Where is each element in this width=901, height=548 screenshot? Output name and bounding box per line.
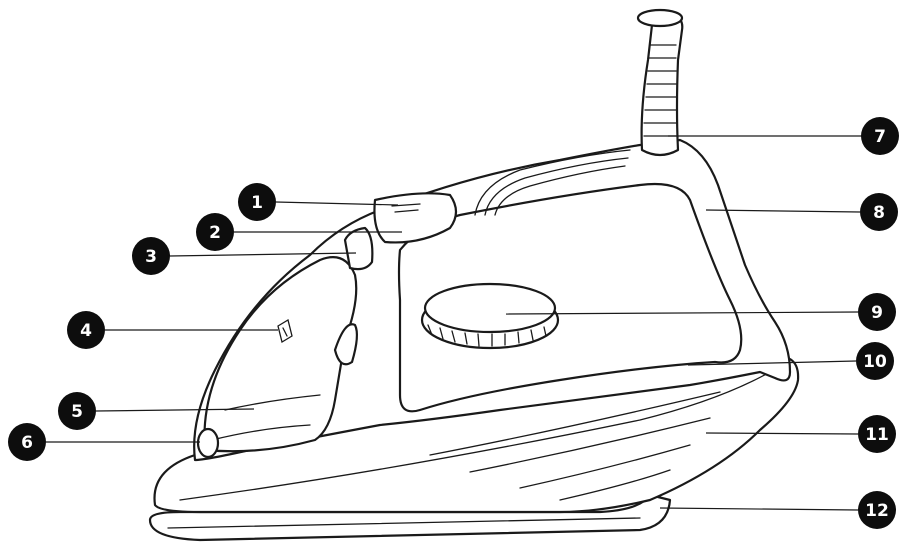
soleplate xyxy=(148,493,672,542)
svg-text:5: 5 xyxy=(71,402,83,422)
svg-text:2: 2 xyxy=(209,223,221,243)
callout-8: 8 xyxy=(860,193,898,231)
callout-10: 10 xyxy=(856,342,894,380)
leader-10 xyxy=(687,360,857,366)
callout-4: 4 xyxy=(67,311,105,349)
spray-nozzle xyxy=(196,427,220,459)
svg-text:3: 3 xyxy=(145,247,157,267)
svg-text:8: 8 xyxy=(873,203,885,223)
leader-1 xyxy=(275,201,399,206)
svg-text:6: 6 xyxy=(21,433,33,453)
callout-6: 6 xyxy=(8,423,46,461)
svg-text:10: 10 xyxy=(863,352,887,372)
svg-text:4: 4 xyxy=(80,321,92,341)
callout-11: 11 xyxy=(858,415,896,453)
callout-12: 12 xyxy=(858,491,896,529)
callout-badges: 1 2 3 4 5 6 7 8 9 10 11 12 xyxy=(8,117,899,529)
callout-7: 7 xyxy=(861,117,899,155)
leader-9 xyxy=(505,311,859,315)
leader-lines xyxy=(46,135,862,511)
svg-text:12: 12 xyxy=(865,501,889,521)
temperature-dial xyxy=(420,282,560,350)
svg-text:9: 9 xyxy=(871,303,883,323)
svg-text:1: 1 xyxy=(251,193,263,213)
cord-protector xyxy=(636,8,684,157)
svg-text:7: 7 xyxy=(874,127,886,147)
svg-text:11: 11 xyxy=(865,425,889,445)
leader-5 xyxy=(95,408,255,412)
control-buttons xyxy=(343,192,458,271)
callout-2: 2 xyxy=(196,213,234,251)
leader-12 xyxy=(659,507,859,511)
leader-11 xyxy=(705,432,859,435)
leader-8 xyxy=(705,209,861,213)
callout-1: 1 xyxy=(238,183,276,221)
water-fill-cover xyxy=(277,318,359,366)
callout-9: 9 xyxy=(858,293,896,331)
callout-5: 5 xyxy=(58,392,96,430)
leader-3 xyxy=(169,252,357,257)
callout-3: 3 xyxy=(132,237,170,275)
